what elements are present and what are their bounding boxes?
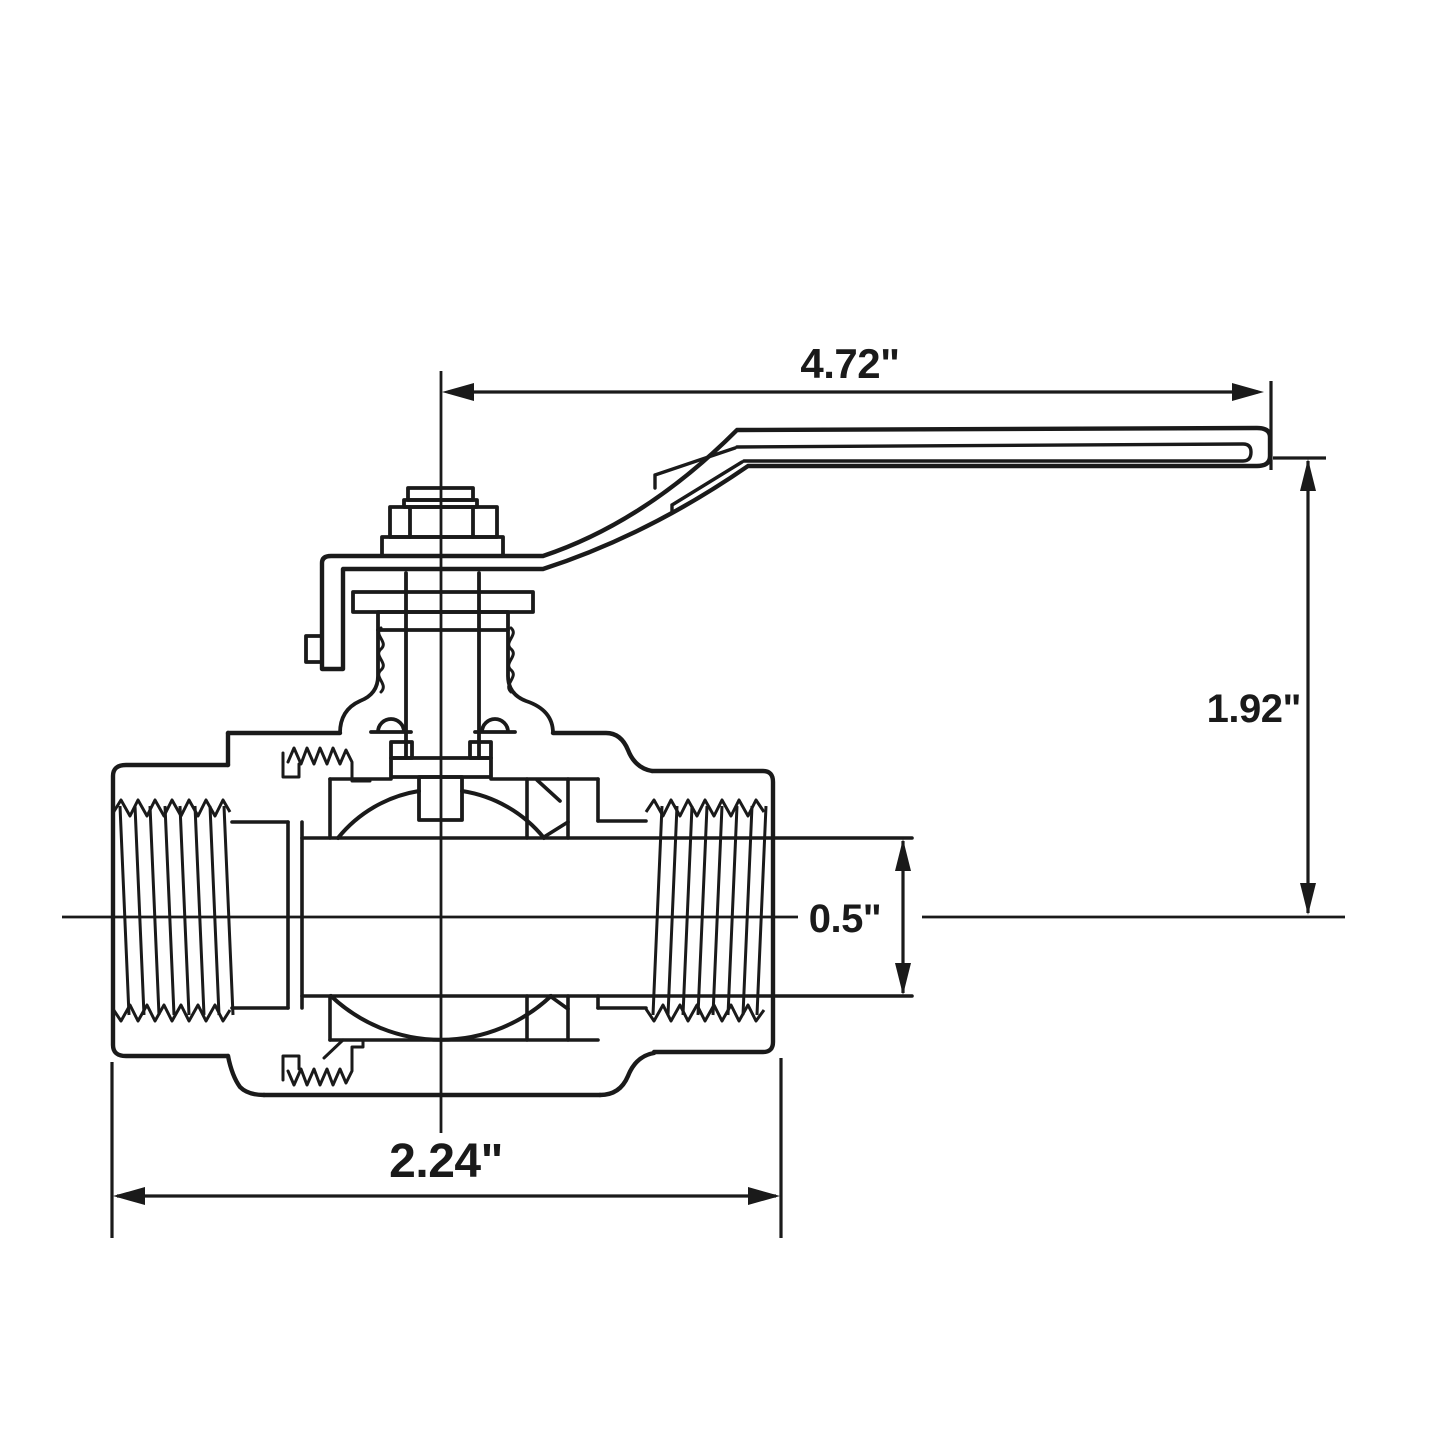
thread-flanks-right [651,805,768,1016]
dim-label-port-diameter: 0.5" [809,897,882,941]
left-end-cap [110,762,231,1059]
body-cavity [328,777,600,1042]
left-port-neck [230,820,290,1010]
thread-crests-top-right [644,798,766,818]
arrowhead-left [442,383,474,401]
packing-nut [388,505,499,539]
threads-left [111,798,235,1023]
handle-fold-edges [653,446,744,514]
seat-chamfers [535,778,570,1011]
arrowhead-down [1300,883,1316,915]
dimension-body-length: 2.24" [110,1058,783,1238]
gland-step [376,610,510,632]
stem-step-left [389,740,414,760]
arrowhead-right [1232,383,1264,401]
right-port-neck [596,819,648,1010]
thrust-dome-right [473,717,517,734]
gland-upper [351,590,535,614]
arrowhead-up [895,839,911,871]
ball-top-arc-left [336,789,421,840]
stem-assembly [304,486,555,822]
dimension-port-diameter: 0.5" [809,839,911,995]
thrust-dome-left [369,717,413,734]
dim-label-body-length: 2.24" [389,1135,503,1188]
stem-tang [417,775,464,822]
stem-column [404,571,481,760]
spring-bottom [286,1038,365,1087]
left-union-faces [286,820,304,1010]
right-end-cap [649,768,776,1055]
valve-body [110,730,776,1098]
body-bottom-right-step [597,1050,657,1098]
thread-crests-bottom-left [111,1003,232,1023]
ball-top-arc-right [460,789,546,840]
spring-top [286,746,372,783]
bonnet-stop-tab [304,634,324,664]
packing-wave-left [377,626,385,694]
threads-right [644,798,768,1023]
thread-flanks-left [118,805,235,1016]
dimension-height: 1.92" [1207,456,1326,915]
spring-bottom-hook [281,1054,301,1082]
ball-bottom-arc [329,994,553,1042]
arrowhead-down [895,963,911,995]
body-top-right-edge [550,730,655,774]
seat-springs [281,746,372,1087]
bonnet-wall-left [338,628,380,735]
handle [319,425,1273,672]
seat-right-walls [525,777,600,1042]
spring-bottom-flap [322,1038,345,1060]
dimension-handle-length: 4.72" [442,340,1273,470]
dim-label-handle-length: 4.72" [800,340,899,387]
bonnet-wall-right [506,628,555,735]
handle-slot [735,442,1253,463]
thread-crests-top-left [111,798,232,818]
arrowhead-up [1300,459,1316,491]
arrowhead-left [113,1187,145,1205]
thread-crests-bottom-right [644,1003,766,1023]
ball [329,789,553,1042]
dim-label-height: 1.92" [1207,687,1301,731]
handle-outline [319,425,1273,672]
arrowhead-right [748,1187,780,1205]
spring-top-hook [281,751,301,779]
body-bottom-left-step [225,1053,267,1098]
stem-flange [380,535,505,558]
ports [230,819,914,1010]
packing-wave-right [507,626,515,694]
packing-nut-facets [408,505,475,539]
